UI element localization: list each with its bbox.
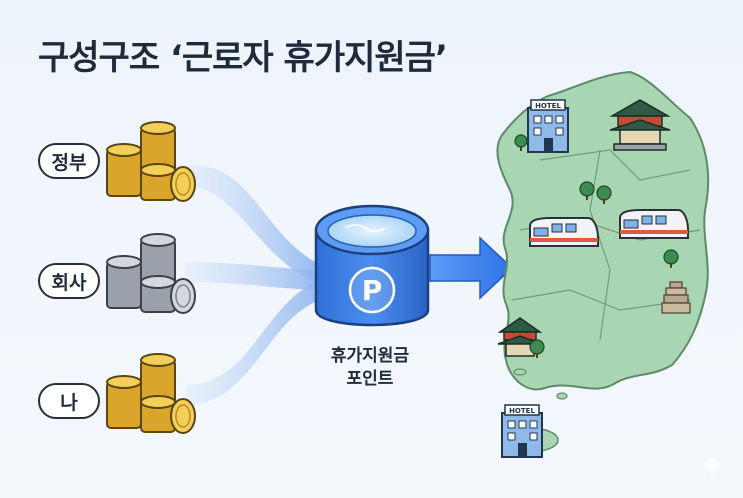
source-label-government: 정부 (38, 143, 100, 179)
coin-stack-icon (106, 233, 196, 314)
flow-bands (185, 164, 315, 405)
points-pool: P (314, 204, 430, 327)
pool-label-line2: 포인트 (346, 369, 394, 389)
hotel-icon: HOTEL (501, 404, 543, 458)
arrow-to-map (429, 236, 514, 300)
tree-icon (596, 185, 612, 204)
coin-stack-me (106, 353, 196, 434)
coin-stack-icon (106, 121, 196, 202)
hotel-icon: HOTEL (527, 99, 569, 153)
palace-icon (609, 99, 671, 151)
hotel-sign: HOTEL (535, 102, 561, 110)
pool-label: 휴가지원금 포인트 (300, 345, 440, 391)
pool-label-line1: 휴가지원금 (330, 346, 410, 366)
tree-icon (514, 134, 528, 151)
hotel-sign: HOTEL (509, 407, 535, 415)
coin-stack-icon (106, 353, 196, 434)
tree-icon (579, 181, 595, 200)
pool-symbol: P (362, 274, 383, 307)
sparkle-icon (702, 455, 722, 475)
train-icon (619, 209, 689, 239)
page-title: 구성구조 ‘근로자 휴가지원금’ (38, 38, 448, 78)
palace-icon (497, 317, 543, 357)
source-label-company: 회사 (38, 263, 100, 299)
coin-stack-company (106, 233, 196, 314)
source-label-me: 나 (38, 383, 100, 419)
flow-band-1 (185, 164, 315, 282)
tree-icon (529, 339, 545, 358)
coin-stack-government (106, 121, 196, 202)
tree-icon (663, 249, 679, 268)
flow-band-3 (185, 282, 315, 405)
flow-band-2 (185, 262, 315, 290)
pagoda-icon (661, 281, 691, 314)
train-icon (529, 217, 599, 247)
